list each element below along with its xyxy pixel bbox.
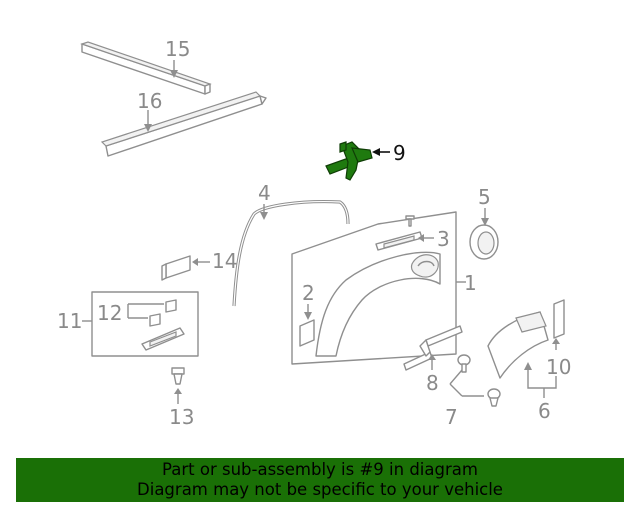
part-7-pin-lower[interactable] — [487, 388, 501, 407]
part-4-weatherstrip-inner — [233, 201, 349, 307]
part-11-bracket[interactable] — [141, 327, 185, 351]
part-4-weatherstrip[interactable] — [232, 200, 350, 307]
banner-line-2: Diagram may not be specific to your vehi… — [137, 480, 503, 499]
arrow-8 — [428, 354, 436, 360]
part-15-strip[interactable] — [80, 41, 212, 95]
arrow-3 — [418, 234, 424, 242]
callout-12[interactable]: 12 — [97, 301, 122, 325]
callout-13[interactable]: 13 — [169, 405, 194, 429]
callout-16[interactable]: 16 — [137, 89, 162, 113]
leader-6 — [527, 368, 557, 389]
arrow-2 — [304, 312, 312, 320]
leader-7 — [449, 369, 484, 397]
callout-8[interactable]: 8 — [426, 371, 439, 395]
part-12-clips[interactable] — [149, 299, 177, 327]
callout-15[interactable]: 15 — [165, 37, 190, 61]
arrow-13 — [174, 388, 182, 394]
fitment-notice-banner: Part or sub-assembly is #9 in diagram Di… — [16, 458, 624, 502]
callout-9[interactable]: 9 — [393, 141, 406, 165]
arrow-15 — [170, 70, 178, 78]
callout-5[interactable]: 5 — [478, 185, 491, 209]
part-11-kit-box — [91, 291, 199, 357]
part-7-pin-upper[interactable] — [457, 354, 471, 373]
callout-10[interactable]: 10 — [546, 355, 571, 379]
part-16-strip[interactable] — [100, 91, 267, 157]
part-2-clip[interactable] — [299, 319, 315, 347]
part-9-highlighted-bracket[interactable] — [325, 141, 373, 181]
part-5-fuel-door[interactable] — [469, 224, 499, 260]
callout-4[interactable]: 4 — [258, 181, 271, 205]
part-3-molding[interactable] — [375, 231, 423, 251]
part-14-bracket[interactable] — [161, 255, 191, 281]
callout-14[interactable]: 14 — [212, 249, 237, 273]
callout-6[interactable]: 6 — [538, 399, 551, 423]
exploded-parts-diagram: 15 16 9 4 — [57, 37, 571, 429]
part-6-mud-guard[interactable] — [487, 311, 549, 379]
callout-11[interactable]: 11 — [57, 309, 82, 333]
callout-1[interactable]: 1 — [464, 271, 477, 295]
callout-7[interactable]: 7 — [445, 405, 458, 429]
part-1-fender-flare[interactable] — [315, 251, 441, 357]
part-8-bracket[interactable] — [403, 325, 463, 371]
part-13-fastener[interactable] — [171, 367, 185, 385]
part-3-screw[interactable] — [405, 215, 415, 227]
arrow-4 — [260, 212, 268, 220]
callout-3[interactable]: 3 — [437, 227, 450, 251]
arrow-14 — [192, 258, 198, 266]
banner-line-1: Part or sub-assembly is #9 in diagram — [162, 460, 478, 479]
callout-2[interactable]: 2 — [302, 281, 315, 305]
arrow-9 — [372, 148, 380, 156]
arrow-16 — [144, 124, 152, 132]
arrow-5 — [481, 218, 489, 226]
arrow-10 — [552, 338, 560, 344]
part-1-panel-outline — [291, 211, 457, 365]
part-10-strip[interactable] — [553, 299, 565, 339]
arrow-6 — [524, 362, 532, 370]
